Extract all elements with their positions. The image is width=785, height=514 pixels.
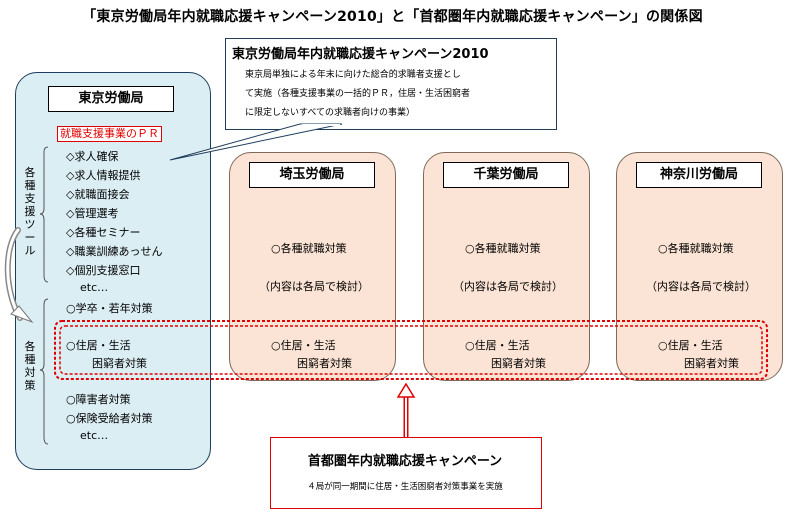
callout-pointer: [169, 123, 343, 161]
campaign-description: ４局が同一期間に住居・生活困窮者対策事業を実施: [307, 482, 503, 492]
tools-vertical-label: 各種支援ツール: [24, 166, 36, 257]
kanagawa-bureau-name: 神奈川労働局: [636, 162, 762, 188]
tool-item: ◇管理選考: [66, 207, 119, 220]
campaign-arrow-head: [396, 382, 416, 398]
diagram-title: 「東京労働局年内就職応援キャンペーン2010」と「首都圏年内就職応援キャンペーン…: [82, 9, 703, 25]
kanagawa-bureau-panel: [616, 152, 783, 381]
kanagawa-housing-line1: ○住居・生活: [658, 339, 723, 352]
tool-item: ◇各種セミナー: [66, 226, 141, 239]
kanagawa-housing-line2: 困窮者対策: [684, 357, 739, 370]
tool-item: ◇求人情報提供: [66, 169, 141, 182]
callout-line: て実施（各種支援事業の一括的ＰＲ，住居・生活困窮者: [245, 89, 471, 99]
saitama-measures: ○各種就職対策: [271, 242, 347, 255]
campaign-title: 首都圏年内就職応援キャンペーン: [307, 454, 503, 469]
chiba-bureau-name: 千葉労働局: [443, 162, 569, 188]
pr-label: 就職支援事業のＰＲ: [57, 126, 162, 142]
callout-title: 東京労働局年内就職応援キャンペーン2010: [232, 47, 489, 62]
chiba-housing-line2: 困窮者対策: [491, 357, 546, 370]
tokyo-bureau-panel: [15, 72, 211, 470]
tool-item: ◇就職面接会: [66, 188, 130, 201]
saitama-housing-line2: 困窮者対策: [297, 357, 352, 370]
saitama-bureau-panel: [229, 152, 396, 381]
saitama-housing-line1: ○住居・生活: [271, 339, 336, 352]
callout-line: 東京局単独による年末に向けた総合的求職者支援とし: [245, 70, 461, 80]
tool-item: ◇求人確保: [66, 150, 119, 163]
tokyo-campaign-callout: [225, 38, 557, 130]
tool-etc: etc…: [80, 281, 109, 294]
tool-item: ◇職業訓練あっせん: [66, 245, 163, 258]
saitama-note: （内容は各局で検討）: [259, 280, 369, 293]
chiba-bureau-panel: [423, 152, 590, 381]
measure-disabled: ○障害者対策: [66, 393, 131, 406]
chiba-housing-line1: ○住居・生活: [465, 339, 530, 352]
measure-housing-line2: 困窮者対策: [92, 357, 147, 370]
measure-youth: ○学卒・若年対策: [66, 302, 153, 315]
measures-vertical-label: 各種対策: [24, 340, 36, 392]
measure-welfare: ○保険受給者対策: [66, 412, 153, 425]
measure-housing-line1: ○住居・生活: [66, 339, 131, 352]
kanagawa-note: （内容は各局で検討）: [646, 280, 756, 293]
tokyo-bureau-name: 東京労働局: [48, 86, 174, 112]
housing-highlight-band: [54, 320, 768, 380]
tools-bracket: [39, 146, 49, 283]
saitama-bureau-name: 埼玉労働局: [249, 162, 375, 188]
measures-bracket: [39, 298, 49, 445]
chiba-measures: ○各種就職対策: [465, 242, 541, 255]
tool-item: ◇個別支援窓口: [66, 264, 141, 277]
metropolitan-campaign-box: [270, 437, 542, 509]
chiba-note: （内容は各局で検討）: [453, 280, 563, 293]
kanagawa-measures: ○各種就職対策: [658, 242, 734, 255]
measure-etc: etc…: [80, 429, 109, 442]
callout-line: に限定しないすべての求職者向けの事業）: [245, 108, 416, 118]
